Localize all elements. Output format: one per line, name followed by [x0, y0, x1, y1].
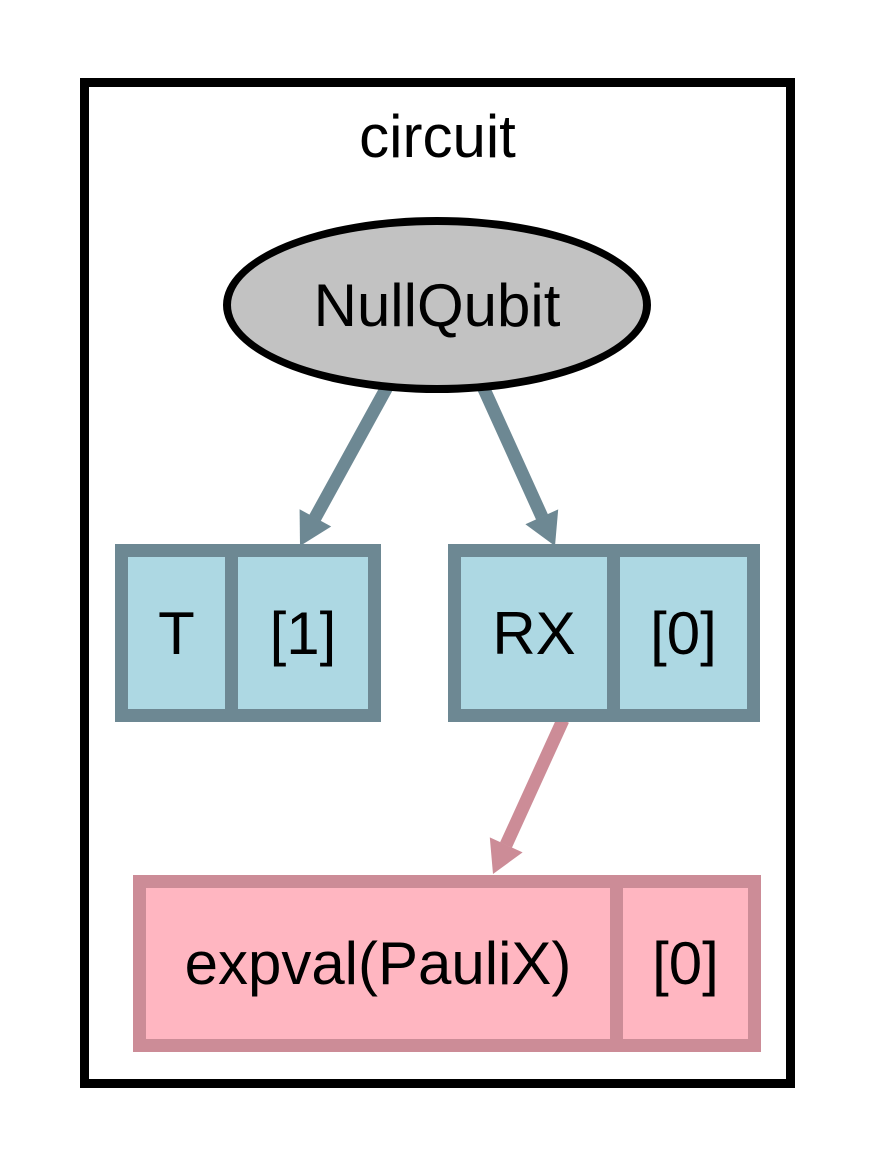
- rx-gate-op-cell: RX: [461, 557, 607, 709]
- rx-gate-wires-cell: [0]: [620, 557, 747, 709]
- device-node-ellipse: NullQubit: [223, 217, 651, 393]
- t-gate-op-label: T: [158, 599, 195, 667]
- expval-wires-cell: [0]: [623, 888, 748, 1039]
- node-t-gate: T [1]: [115, 544, 381, 722]
- edge-device-to-t: [299, 374, 398, 546]
- node-expval-measurement: expval(PauliX) [0]: [133, 875, 761, 1052]
- cluster-title: circuit: [359, 103, 516, 170]
- t-gate-wires-label: [1]: [269, 599, 337, 667]
- edge-device-to-rx: [473, 375, 559, 546]
- circuit-cluster-frame: [80, 78, 795, 1088]
- edge-rx-to-expval: [489, 717, 569, 874]
- t-gate-wires-cell: [1]: [238, 557, 368, 709]
- rx-gate-wires-label: [0]: [650, 599, 717, 667]
- expval-op-cell: expval(PauliX): [146, 888, 610, 1039]
- device-node-label: NullQubit: [313, 271, 561, 339]
- t-gate-op-cell: T: [128, 557, 225, 709]
- node-rx-gate: RX [0]: [448, 544, 760, 722]
- rx-gate-op-label: RX: [492, 599, 576, 667]
- expval-op-label: expval(PauliX): [184, 930, 572, 997]
- expval-wires-label: [0]: [652, 930, 719, 997]
